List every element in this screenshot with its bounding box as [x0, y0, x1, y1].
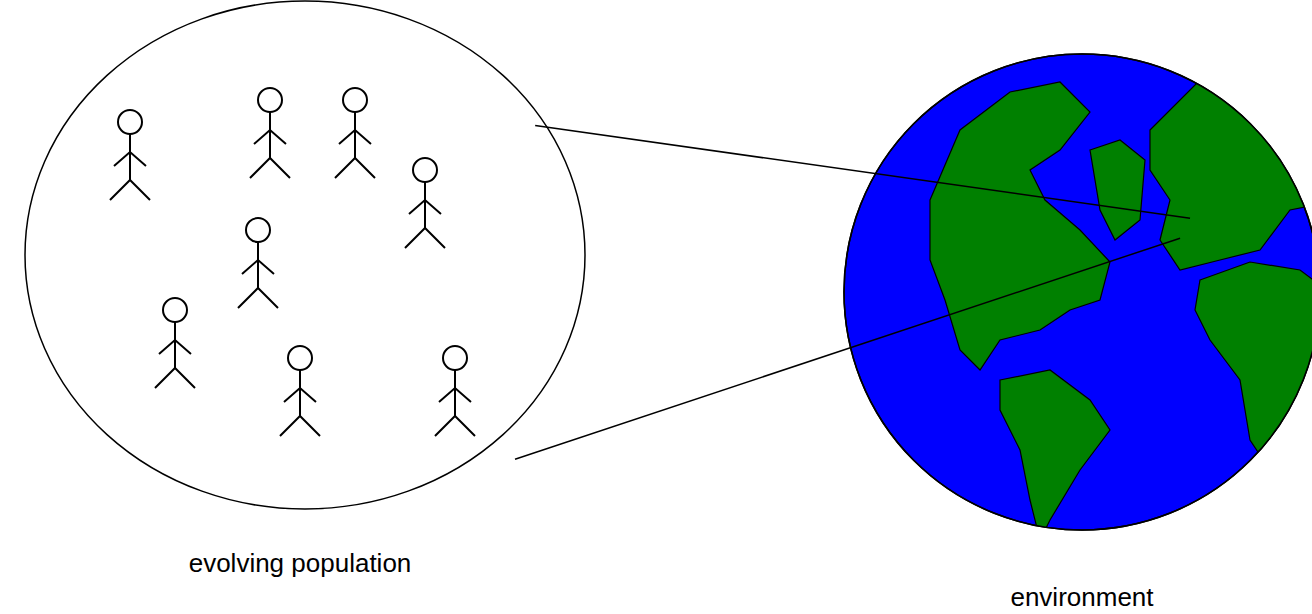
globe [842, 52, 1312, 542]
node-caption: environment [1010, 582, 1153, 613]
environment-node: environment [842, 52, 1312, 612]
node-caption: evolving population [189, 548, 412, 579]
population-circle [0, 0, 600, 520]
population-node: evolving population [0, 0, 600, 600]
